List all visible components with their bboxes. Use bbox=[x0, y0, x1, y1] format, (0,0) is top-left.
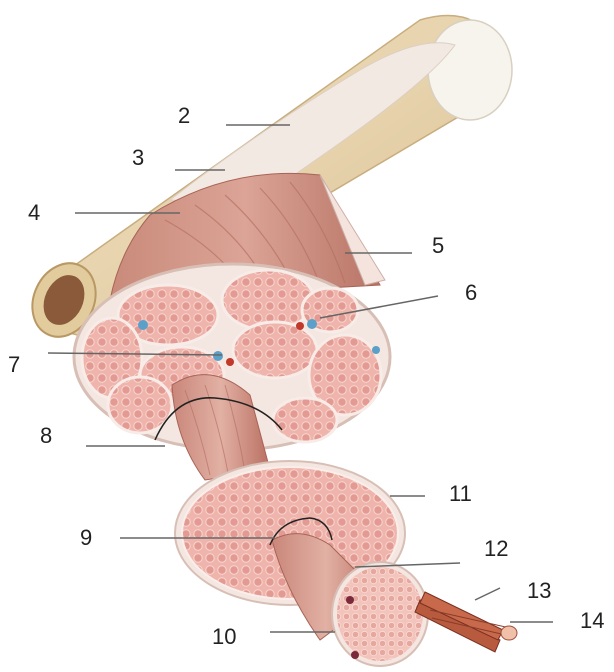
fiber-cross-section bbox=[332, 562, 428, 666]
label-11: 11 bbox=[449, 481, 472, 506]
label-6: 6 bbox=[465, 280, 477, 305]
blood-vessel-dot bbox=[296, 322, 304, 330]
bone-joint-end bbox=[428, 20, 512, 120]
label-10: 10 bbox=[212, 624, 236, 649]
label-4: 4 bbox=[28, 200, 40, 225]
label-9: 9 bbox=[80, 525, 92, 550]
label-5: 5 bbox=[432, 233, 444, 258]
blood-vessel-dot bbox=[213, 351, 223, 361]
blood-vessel-dot bbox=[138, 320, 148, 330]
blood-vessel-dot bbox=[307, 319, 317, 329]
nucleus-dot bbox=[346, 596, 354, 604]
myofibril-end bbox=[501, 626, 517, 640]
label-3: 3 bbox=[132, 145, 144, 170]
label-7: 7 bbox=[8, 352, 20, 377]
blood-vessel-dot bbox=[226, 358, 234, 366]
label-8: 8 bbox=[40, 423, 52, 448]
label-13: 13 bbox=[527, 578, 551, 603]
label-14: 14 bbox=[580, 608, 604, 633]
myofibrils bbox=[415, 592, 517, 652]
blood-vessel-dot bbox=[372, 346, 380, 354]
nucleus-dot bbox=[351, 651, 359, 659]
label-12: 12 bbox=[484, 536, 508, 561]
label-2: 2 bbox=[178, 103, 190, 128]
